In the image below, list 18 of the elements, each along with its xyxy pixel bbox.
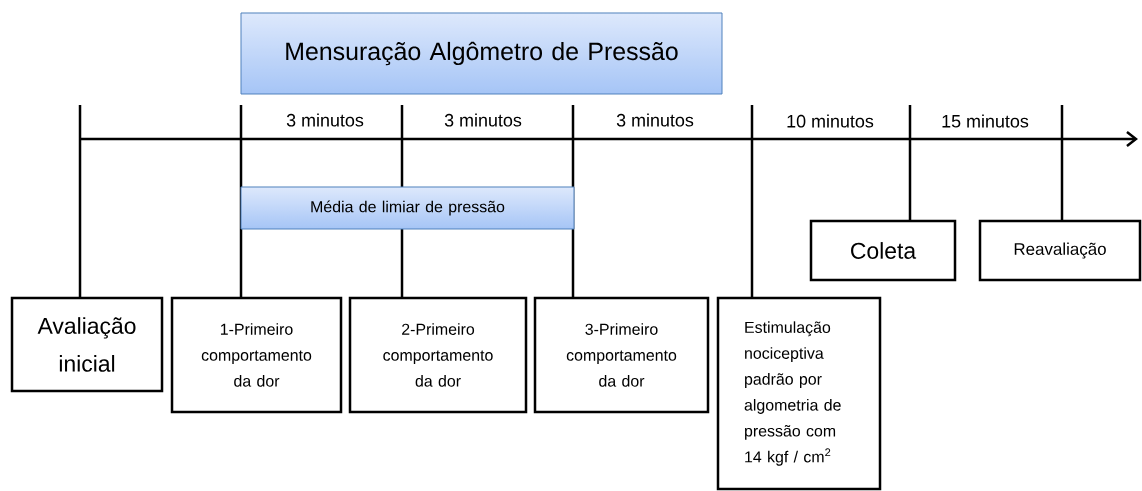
event-box: Avaliação inicial [10, 296, 164, 393]
connector-line [1060, 139, 1064, 221]
event-box: Estimulação nociceptiva padrão por algometria de pressão com 14 kgf / cm$^{2}$ [716, 296, 882, 491]
event-box: Reavaliação [978, 219, 1142, 282]
connector-line [750, 139, 754, 298]
heading-box: Média de limiar de pressão [240, 186, 575, 230]
duration-label: 15 minutos [942, 114, 1029, 128]
duration-label: 3 minutos [616, 113, 694, 127]
connector-line [908, 139, 912, 221]
connector-line [78, 139, 82, 298]
duration-label: 3 minutos [286, 113, 364, 127]
event-box: 2-Primeiro comportamento da dor [348, 296, 528, 414]
duration-label: 3 minutos [444, 113, 522, 127]
duration-label: 10 minutos [787, 114, 874, 128]
event-box: 1-Primeiro comportamento da dor [170, 296, 343, 414]
event-box: Coleta [809, 219, 957, 282]
heading-box: Mensuração Algômetro de Pressão [240, 12, 723, 95]
event-box: 3-Primeiro comportamento da dor [533, 296, 710, 414]
